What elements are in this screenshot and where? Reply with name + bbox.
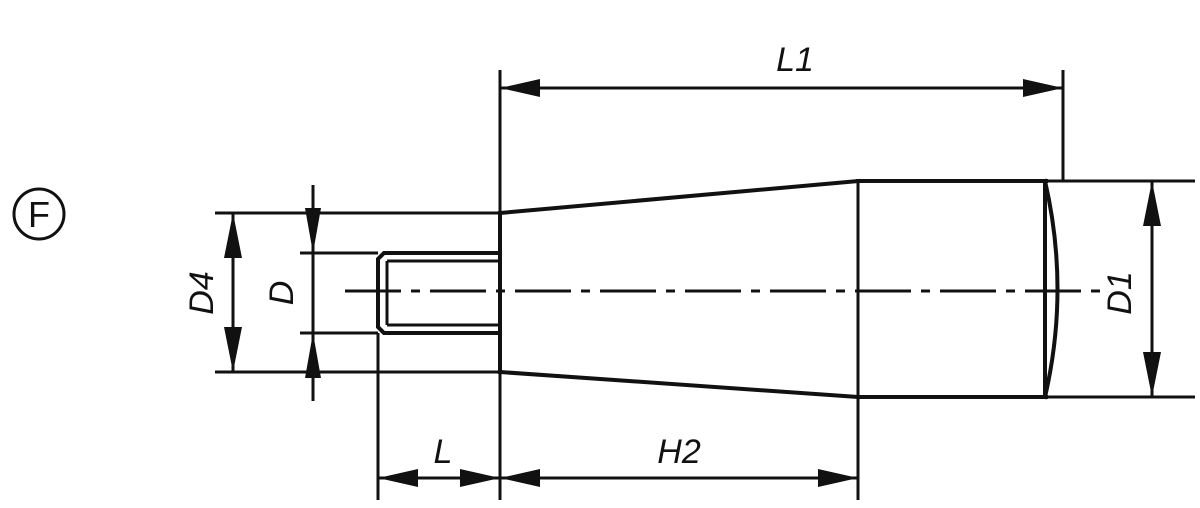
l1-arrowhead-left (500, 79, 540, 97)
threaded-stud (376, 251, 502, 335)
view-tag-letter: F (28, 194, 50, 235)
dimension-l: L (376, 333, 502, 500)
l1-label: L1 (776, 41, 814, 79)
cone-upper-edge (497, 178, 861, 216)
d4-arrowhead-bottom (224, 327, 242, 372)
d1-label: D1 (1101, 271, 1139, 314)
domed-cap-arc (1042, 178, 1060, 400)
d-arrowhead-bottom (305, 333, 321, 378)
h2-arrowhead-left (500, 469, 540, 487)
view-tag-f: F (12, 187, 66, 241)
h2-arrowhead-right (818, 469, 858, 487)
dimension-h2: H2 (500, 397, 860, 500)
d1-arrowhead-top (1143, 181, 1161, 226)
stud-outline (376, 251, 502, 335)
l-label: L (434, 433, 453, 471)
d4-label: D4 (183, 271, 221, 314)
dimension-l1: L1 (498, 41, 1065, 213)
d1-arrowhead-bottom (1143, 352, 1161, 397)
l-arrowhead-right (460, 469, 500, 487)
grip-body (497, 178, 1060, 400)
dimension-d1: D1 (1046, 179, 1195, 399)
dimension-d: D (263, 185, 378, 401)
d-arrowhead-top (305, 208, 321, 253)
d4-arrowhead-top (224, 213, 242, 258)
l1-arrowhead-right (1023, 79, 1063, 97)
d-label: D (263, 281, 301, 306)
view-tag-circle (12, 187, 66, 241)
cone-lower-edge (497, 369, 861, 400)
h2-label: H2 (657, 433, 701, 471)
l-arrowhead-left (378, 469, 418, 487)
dimension-d4: D4 (183, 211, 500, 374)
